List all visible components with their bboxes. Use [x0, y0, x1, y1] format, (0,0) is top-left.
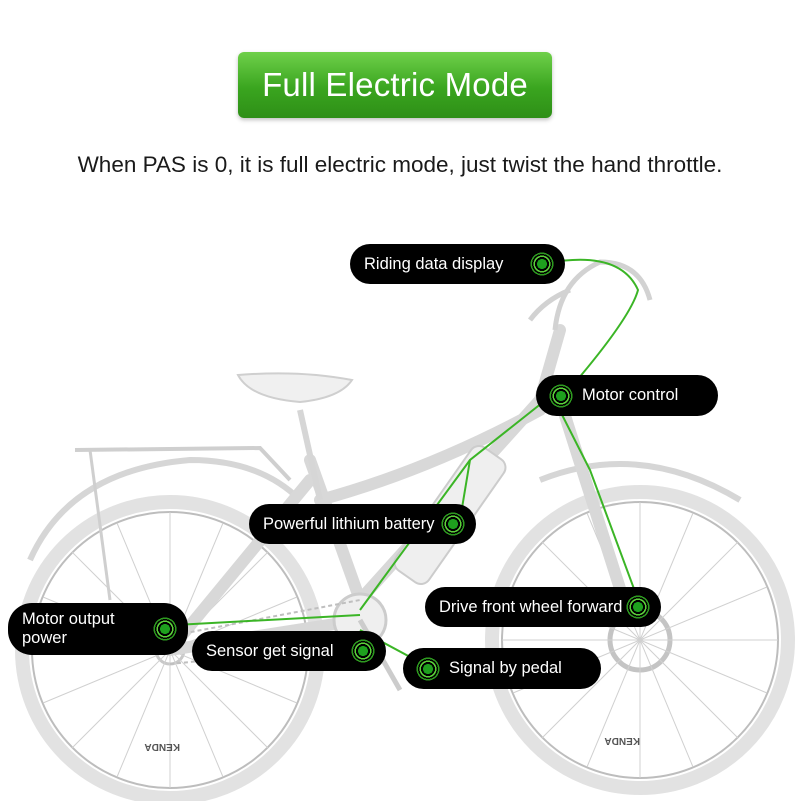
callout-sensor-signal: Sensor get signal: [192, 631, 386, 671]
tire-brand-rear: KENDA: [144, 741, 180, 752]
signal-dot-icon: [625, 594, 651, 620]
callout-motor-control: Motor control: [536, 375, 718, 416]
signal-dot-icon: [440, 511, 466, 537]
callout-label: Motor output power: [22, 610, 115, 648]
callout-signal-by-pedal: Signal by pedal: [403, 648, 601, 689]
callout-label: Drive front wheel forward: [439, 598, 622, 617]
signal-dot-icon: [415, 656, 441, 682]
callout-motor-output-power: Motor output power: [8, 603, 188, 655]
callout-label: Powerful lithium battery: [263, 515, 435, 534]
callout-label-line-1: Motor output: [22, 610, 115, 629]
callout-label: Sensor get signal: [206, 642, 334, 661]
signal-dot-icon: [529, 251, 555, 277]
tire-brand-front: KENDA: [604, 735, 640, 746]
callout-label: Signal by pedal: [449, 659, 562, 678]
callout-label-line-2: power: [22, 629, 115, 648]
callout-drive-front-wheel: Drive front wheel forward: [425, 587, 661, 627]
callout-lithium-battery: Powerful lithium battery: [249, 504, 476, 544]
signal-dot-icon: [152, 616, 178, 642]
signal-dot-icon: [350, 638, 376, 664]
signal-dot-icon: [548, 383, 574, 409]
callout-label: Riding data display: [364, 255, 503, 274]
callout-label: Motor control: [582, 386, 678, 405]
callout-riding-data-display: Riding data display: [350, 244, 565, 284]
